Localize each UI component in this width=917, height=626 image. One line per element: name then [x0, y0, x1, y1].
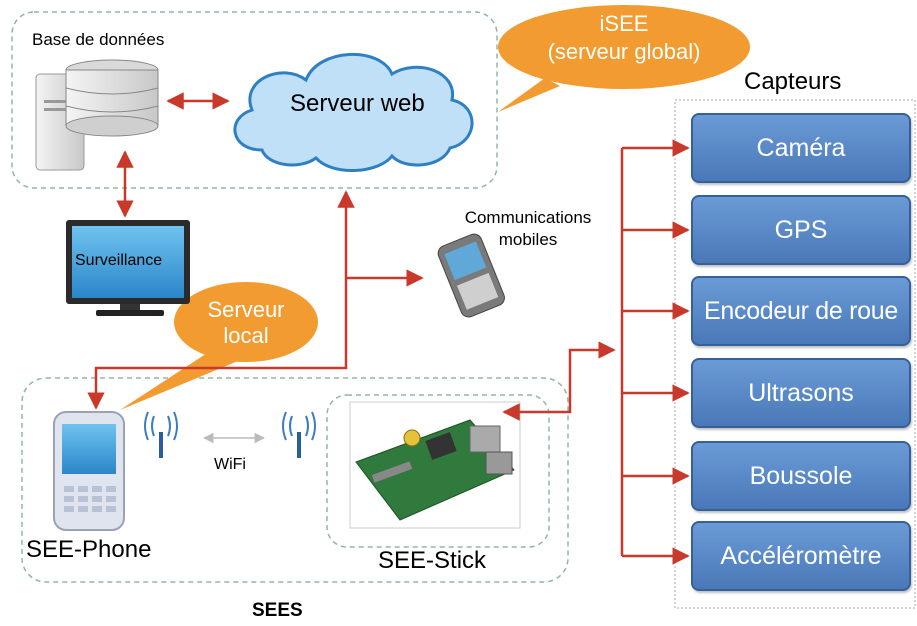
sensor-camera: Caméra	[691, 113, 911, 183]
wifi-antenna-icon	[144, 411, 178, 458]
sees-group-label: SEES	[252, 600, 303, 621]
sensors-title: Capteurs	[744, 68, 842, 95]
local-callout-text: Serveur local	[207, 297, 285, 348]
monitor-label: Surveillance	[75, 252, 163, 269]
wifi-antenna-icon-2	[282, 411, 316, 458]
isee-callout-text: iSEE (serveur global)	[547, 11, 701, 64]
mobile-comm-label: Communications mobiles	[464, 208, 592, 249]
sensor-wheel-encoder: Encodeur de roue	[691, 276, 911, 346]
database-label: Base de données	[32, 30, 165, 49]
sensors-group-border	[674, 99, 916, 609]
sensor-accelerometre: Accéléromètre	[691, 521, 911, 591]
stick-sensor-arrow	[502, 341, 616, 421]
sees-group-border	[21, 377, 569, 583]
isee-callout-shape	[498, 5, 750, 112]
smartphone-icon	[437, 233, 505, 318]
uplink-arrow	[87, 190, 355, 410]
web-server-label: Serveur web	[290, 90, 425, 117]
sensor-gps: GPS	[691, 195, 911, 265]
wifi-label: WiFi	[214, 456, 246, 473]
cloud-icon	[233, 53, 474, 172]
sensor-ultrasons: Ultrasons	[691, 358, 911, 428]
database-server-icon	[35, 59, 159, 171]
see-phone-label: SEE-Phone	[26, 536, 152, 563]
see-phone-icon	[53, 411, 125, 531]
raspberry-pi-board-icon	[349, 401, 521, 529]
see-stick-label: SEE-Stick	[378, 547, 487, 574]
see-stick-border	[326, 394, 550, 548]
sensor-boussole: Boussole	[691, 441, 911, 511]
server-group-border	[11, 11, 498, 189]
